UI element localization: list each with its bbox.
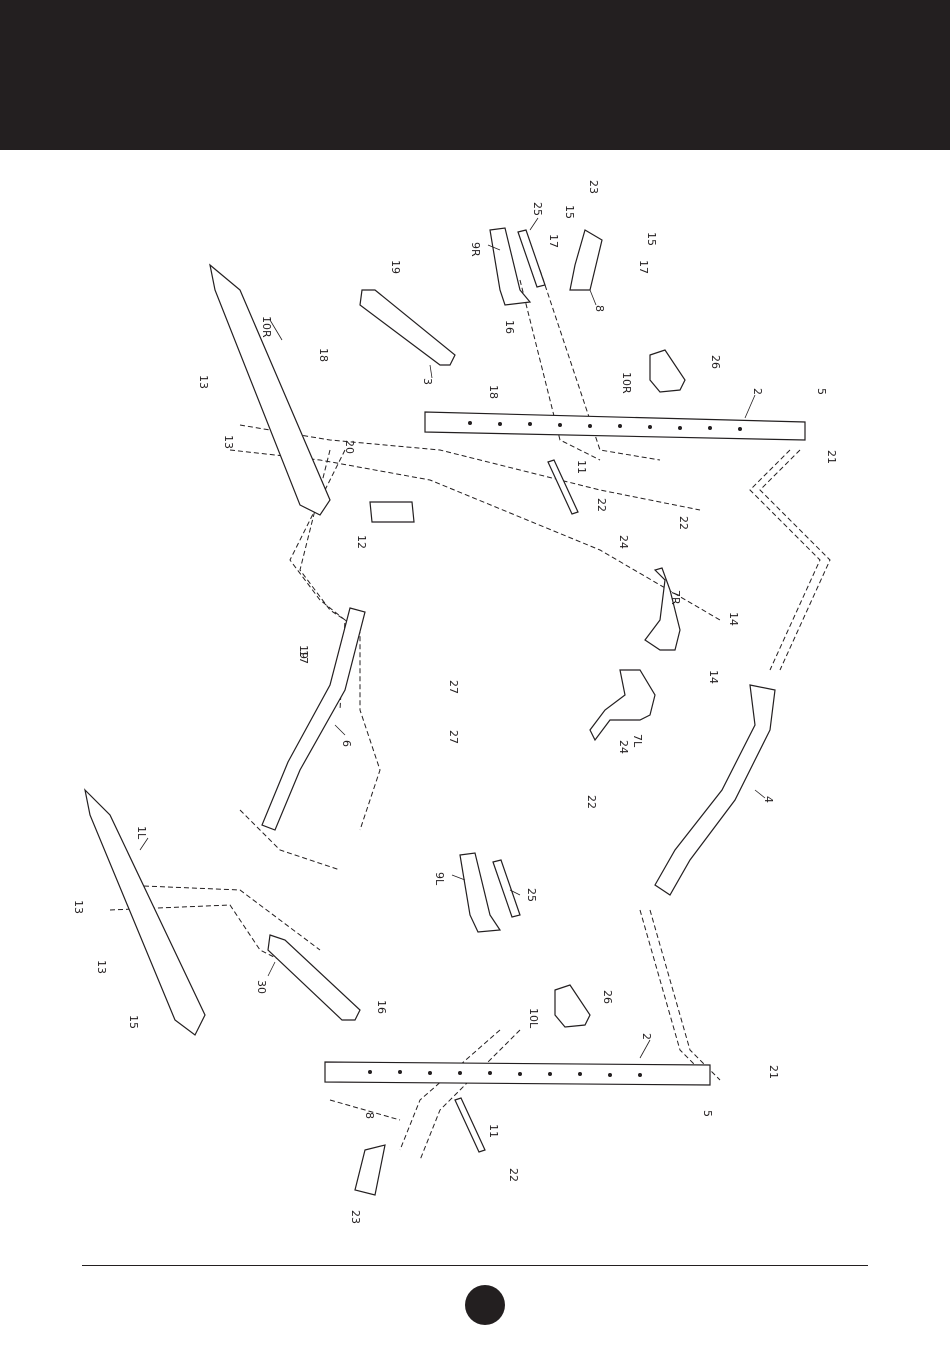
post-12: 12 <box>355 502 414 549</box>
label-upright-right: 2 <box>751 388 764 395</box>
label-base-left: 1L <box>135 826 148 840</box>
label-25-right: 25 <box>531 202 544 216</box>
label-bar-holder-right: 8 <box>593 305 606 312</box>
label-25-left: 25 <box>525 888 538 902</box>
exploded-assembly-diagram: 10R 1L 2 2 3 <box>0 150 950 1260</box>
pin-left: 11 <box>455 1098 500 1152</box>
label-14-right-2: 14 <box>707 670 720 684</box>
safety-bar-right: 25 <box>518 202 545 287</box>
label-top-right: 3 <box>421 378 434 385</box>
label-21-right: 21 <box>825 450 838 464</box>
label-22-bottom: 22 <box>507 1168 520 1182</box>
base-tube-right: 10R <box>210 265 330 515</box>
label-22-lower: 22 <box>585 795 598 809</box>
label-rear-brace: 6 <box>340 740 353 747</box>
page-number-dot <box>465 1285 505 1325</box>
label-18-top: 18 <box>487 385 500 399</box>
label-18-mid: 18 <box>317 348 330 362</box>
label-spotter-right: 10R <box>620 372 633 394</box>
label-13-right: 13 <box>197 375 210 389</box>
safety-bar-left: 25 <box>493 860 538 917</box>
header-bar <box>0 0 950 150</box>
label-26-left: 26 <box>601 990 614 1004</box>
label-pin-left: 11 <box>487 1124 500 1138</box>
label-pin-right: 11 <box>575 460 588 474</box>
label-24-left: 24 <box>617 740 630 754</box>
label-23-bottom: 23 <box>349 1210 362 1224</box>
label-15-left: 15 <box>127 1015 140 1029</box>
label-handle-left: 7L <box>631 734 644 748</box>
hook-left: 9L <box>433 853 500 932</box>
label-base-right: 10R <box>260 316 273 338</box>
handle-right: 7R <box>645 568 682 650</box>
label-20: 20 <box>343 440 356 454</box>
front-brace: 4 <box>655 685 775 895</box>
top-arm-left: 30 <box>255 935 360 1020</box>
spotter-left: 10L <box>527 985 590 1029</box>
label-27-bottom: 27 <box>447 730 460 744</box>
handle-left: 7L <box>590 670 655 748</box>
label-post: 12 <box>355 535 368 549</box>
label-13-left-2: 13 <box>95 960 108 974</box>
label-17-top: 17 <box>547 234 560 248</box>
bar-holder-left: 8 <box>355 1112 385 1195</box>
label-22-upper: 22 <box>677 516 690 530</box>
assembly-guide-lines <box>110 270 830 1160</box>
footer-rule <box>82 1265 868 1266</box>
label-15-top-2: 15 <box>645 232 658 246</box>
label-17-brace: 17 <box>297 650 310 664</box>
spotter-right: 10R <box>620 350 685 394</box>
label-13-right-2: 13 <box>222 435 235 449</box>
label-16-top: 16 <box>503 320 516 334</box>
label-22-right: 22 <box>595 498 608 512</box>
label-19-top: 19 <box>389 260 402 274</box>
label-24-right: 24 <box>617 535 630 549</box>
label-23-top: 23 <box>587 180 600 194</box>
label-16-left: 16 <box>375 1000 388 1014</box>
label-spotter-left: 10L <box>527 1008 540 1029</box>
label-26-right: 26 <box>709 355 722 369</box>
top-arm-right: 3 <box>360 290 455 385</box>
label-21-left: 21 <box>767 1065 780 1079</box>
label-upright-left: 2 <box>640 1033 653 1040</box>
rear-brace: 6 <box>262 608 365 830</box>
label-hook-right: 9R <box>469 242 482 257</box>
label-bar-holder-left: 8 <box>363 1112 376 1119</box>
label-27-top: 27 <box>447 680 460 694</box>
label-hook-left: 9L <box>433 872 446 886</box>
label-front-brace: 4 <box>762 796 775 803</box>
label-13-left: 13 <box>72 900 85 914</box>
label-handle-right: 7R <box>669 590 682 605</box>
pin-right: 11 <box>548 460 588 514</box>
label-5-right: 5 <box>815 388 828 395</box>
label-15-top: 15 <box>563 205 576 219</box>
upright-right: 2 <box>425 388 805 440</box>
bar-holder-right: 8 <box>570 230 606 312</box>
label-top-left: 30 <box>255 980 268 994</box>
upright-left: 2 <box>325 1033 710 1085</box>
label-17-top-2: 17 <box>637 260 650 274</box>
label-5-left: 5 <box>701 1110 714 1117</box>
base-tube-left: 1L <box>85 790 205 1035</box>
label-14-right: 14 <box>727 612 740 626</box>
